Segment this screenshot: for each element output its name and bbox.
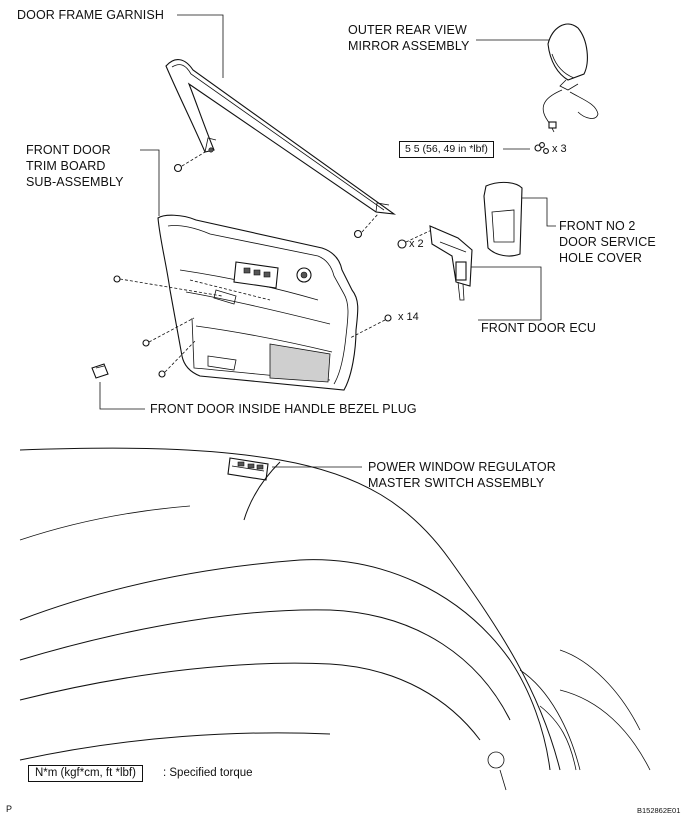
qty-mirror-nuts: x 3 [552, 143, 567, 155]
door-trim-board-part [157, 214, 359, 391]
label-switch-line1: POWER WINDOW REGULATOR [368, 460, 556, 474]
label-trim-board-line1: FRONT DOOR [26, 143, 111, 157]
label-service-cover-line1: FRONT NO 2 [559, 219, 636, 233]
figure-id: B152862E01 [637, 806, 681, 815]
label-service-cover-line3: HOLE COVER [559, 251, 642, 265]
label-trim-board-line3: SUB-ASSEMBLY [26, 175, 124, 189]
vehicle-body-outline [19, 447, 651, 791]
legend-torque-box: N*m (kgf*cm, ft *lbf) [28, 765, 143, 782]
legend-torque-text: : Specified torque [163, 767, 253, 779]
label-service-cover-line2: DOOR SERVICE [559, 235, 656, 249]
service-hole-cover-part [483, 181, 523, 257]
label-outer-mirror-line2: MIRROR ASSEMBLY [348, 39, 470, 53]
torque-spec-box: 5 5 (56, 49 in *lbf) [399, 141, 494, 158]
label-door-frame-garnish: DOOR FRAME GARNISH [17, 8, 164, 22]
bezel-plug-part [91, 363, 109, 379]
door-ecu-part [397, 225, 473, 301]
label-bezel-plug: FRONT DOOR INSIDE HANDLE BEZEL PLUG [150, 402, 417, 416]
label-trim-board-line2: TRIM BOARD [26, 159, 106, 173]
garnish-screws [173, 151, 379, 239]
qty-ecu-screws: x 2 [409, 238, 424, 250]
qty-trim-clips: x 14 [398, 311, 419, 323]
master-switch-part [227, 457, 269, 481]
leader-lines [99, 14, 557, 468]
door-frame-garnish-part [165, 59, 397, 215]
trim-board-fasteners [113, 275, 392, 378]
label-switch-line2: MASTER SWITCH ASSEMBLY [368, 476, 545, 490]
corner-mark: P [6, 804, 13, 814]
label-door-ecu: FRONT DOOR ECU [481, 321, 597, 335]
label-outer-mirror-line1: OUTER REAR VIEW [348, 23, 467, 37]
outer-mirror-part [534, 23, 599, 154]
